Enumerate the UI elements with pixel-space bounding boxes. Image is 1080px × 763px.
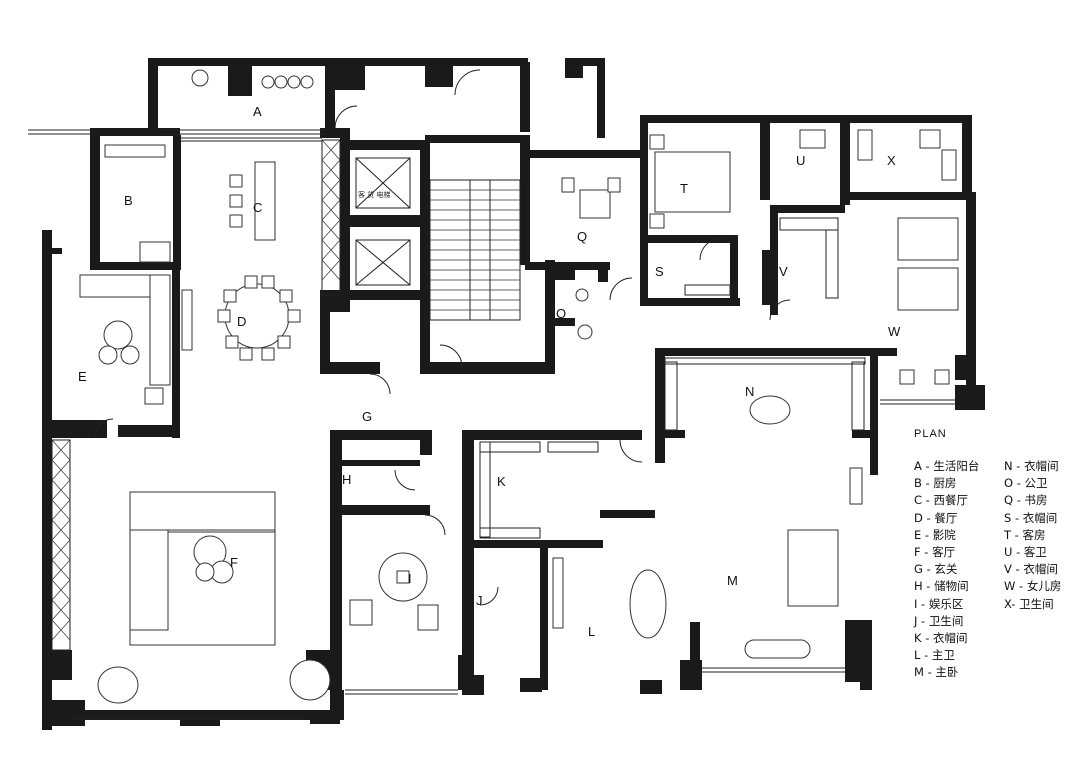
room-label-t: T <box>680 181 688 196</box>
legend-item: B - 厨房 <box>914 476 957 491</box>
room-label-k: K <box>497 474 506 489</box>
room-label-i: I <box>408 571 412 586</box>
walls <box>42 58 985 730</box>
room-label-c: C <box>253 200 262 215</box>
legend-item: S - 衣帽间 <box>1004 510 1058 525</box>
windows <box>28 129 955 720</box>
legend-item: X- 卫生间 <box>1004 596 1054 611</box>
legend-item: N - 衣帽间 <box>1004 459 1059 473</box>
legend-item: W - 女儿房 <box>1004 579 1062 594</box>
room-label-d: D <box>237 314 246 329</box>
room-label-w: W <box>888 324 901 339</box>
room-label-s: S <box>655 264 664 279</box>
legend-column-left: A - 生活阳台 B - 厨房 C - 西餐厅 D - 餐厅 E - 影院 F … <box>914 458 998 682</box>
stair-core <box>355 157 521 321</box>
room-label-m: M <box>727 573 738 588</box>
door-swings <box>94 69 791 606</box>
legend-item: O - 公卫 <box>1004 476 1048 491</box>
legend-item: T - 客房 <box>1004 527 1046 542</box>
legend-item: U - 客卫 <box>1004 545 1047 560</box>
room-label-x: X <box>887 153 896 168</box>
room-label-f: F <box>230 555 238 570</box>
hatched-panels <box>51 139 866 651</box>
legend-item: I - 娱乐区 <box>914 596 964 611</box>
room-label-b: B <box>124 193 133 208</box>
elevator-label: 客 货 电梯 <box>358 190 390 199</box>
legend-item: D - 餐厅 <box>914 510 958 525</box>
legend-item: Q - 书房 <box>1004 493 1048 508</box>
legend-item: A - 生活阳台 <box>914 459 980 473</box>
room-label-j: J <box>476 593 483 608</box>
legend-item: E - 影院 <box>914 527 956 542</box>
room-label-q: Q <box>577 229 587 244</box>
legend-item: G - 玄关 <box>914 562 958 577</box>
legend-item: J - 卫生间 <box>914 613 964 628</box>
room-label-l: L <box>588 624 595 639</box>
room-label-v: V <box>779 264 788 279</box>
legend-item: H - 储物间 <box>914 579 969 594</box>
legend-item: L - 主卫 <box>914 648 955 663</box>
room-label-n: N <box>745 384 754 399</box>
legend-title: PLAN <box>914 428 947 440</box>
room-labels: A B C D E F G H I J K L M N O Q S T U V … <box>78 104 901 639</box>
room-label-a: A <box>253 104 262 119</box>
legend-item: V - 衣帽间 <box>1004 562 1058 577</box>
legend-item: F - 客厅 <box>914 545 956 560</box>
room-label-g: G <box>362 409 372 424</box>
room-label-u: U <box>796 153 805 168</box>
furniture <box>79 69 959 704</box>
legend: PLAN A - 生活阳台 B - 厨房 C - 西餐厅 D - 餐厅 E - … <box>914 428 1074 682</box>
room-label-o: O <box>556 306 566 321</box>
room-label-e: E <box>78 369 87 384</box>
room-label-h: H <box>342 472 351 487</box>
legend-item: K - 衣帽间 <box>914 631 968 646</box>
legend-item: C - 西餐厅 <box>914 493 968 508</box>
legend-column-right: N - 衣帽间 O - 公卫 Q - 书房 S - 衣帽间 T - 客房 U -… <box>1004 458 1061 682</box>
legend-item: M - 主卧 <box>914 665 959 680</box>
